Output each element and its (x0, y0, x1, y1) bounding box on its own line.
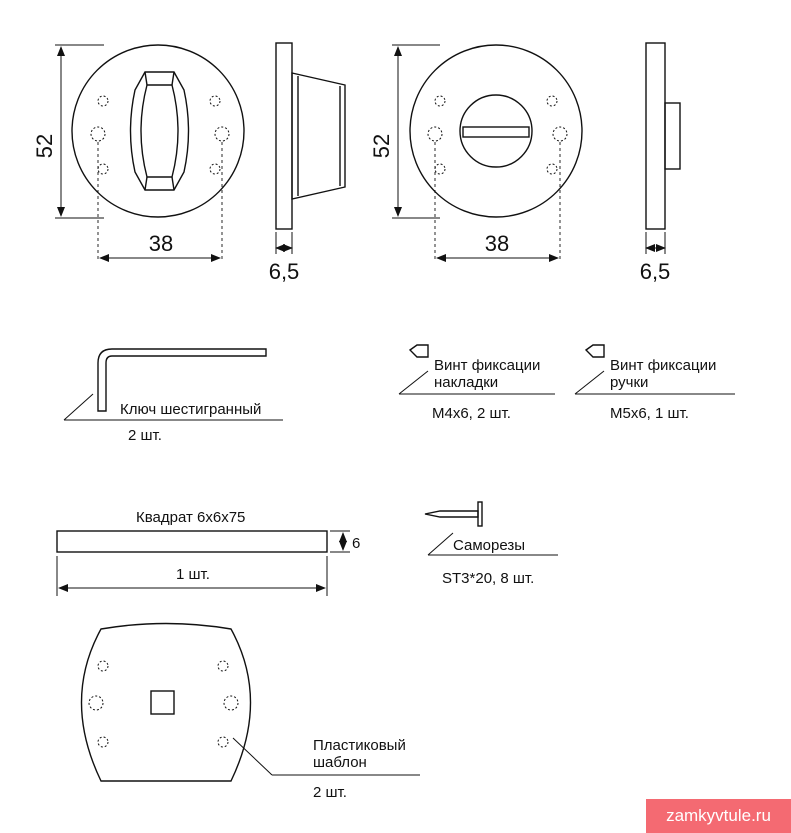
hex-key-qty: 2 шт. (128, 427, 162, 444)
screw-plate-spec: M4x6, 2 шт. (432, 405, 511, 422)
rosette-turn-knob-side-view (275, 42, 346, 230)
template-qty: 2 шт. (313, 784, 347, 801)
square-bar-qty: 1 шт. (176, 566, 210, 583)
screw-plate-label-line2: накладки (434, 374, 498, 391)
plastic-template-drawing (80, 622, 252, 782)
self-tapping-label: Саморезы (453, 537, 525, 554)
dim-thickness-left-label: 6,5 (269, 259, 300, 284)
screw-plate-leader (398, 370, 555, 395)
hex-key-label: Ключ шестигранный (120, 401, 261, 418)
hex-key-leader (63, 393, 283, 421)
watermark-link[interactable]: zamkyvtule.ru (666, 806, 771, 825)
watermark-background (646, 799, 791, 833)
dimension-52-left (55, 44, 104, 219)
dim-38-left-label: 38 (149, 231, 173, 256)
self-tapping-spec: ST3*20, 8 шт. (442, 570, 534, 587)
rosette-emergency-release-front-view (409, 44, 583, 262)
dimension-square-height (330, 530, 350, 553)
screw-handle-label-line2: ручки (610, 374, 648, 391)
square-bar-height-label: 6 (352, 535, 360, 552)
dimension-52-right (392, 44, 440, 219)
screw-handle-leader (574, 370, 735, 395)
screw-handle-drawing (584, 344, 605, 358)
template-label-line2: шаблон (313, 754, 367, 771)
self-tapping-leader (427, 532, 558, 556)
self-tapping-screw-drawing (424, 501, 483, 527)
screw-handle-spec: M5x6, 1 шт. (610, 405, 689, 422)
screw-plate-drawing (408, 344, 429, 358)
dim-38-right-label: 38 (485, 231, 509, 256)
dimension-thickness-left (275, 232, 293, 254)
dim-thickness-right-label: 6,5 (640, 259, 671, 284)
dim-52-left-label: 52 (32, 134, 57, 158)
template-label-line1: Пластиковый (313, 737, 406, 754)
square-bar-label: Квадрат 6x6x75 (136, 509, 245, 526)
hex-key-drawing (97, 348, 267, 412)
template-leader (232, 737, 420, 776)
rosette-turn-knob-front-view (71, 44, 245, 262)
rosette-emergency-release-side-view (645, 42, 681, 230)
square-bar-drawing (56, 530, 328, 553)
dim-52-right-label: 52 (369, 134, 394, 158)
screw-handle-label-line1: Винт фиксации (610, 357, 716, 374)
dimension-square-length (56, 556, 328, 596)
screw-plate-label-line1: Винт фиксации (434, 357, 540, 374)
dimension-thickness-right (645, 232, 666, 254)
